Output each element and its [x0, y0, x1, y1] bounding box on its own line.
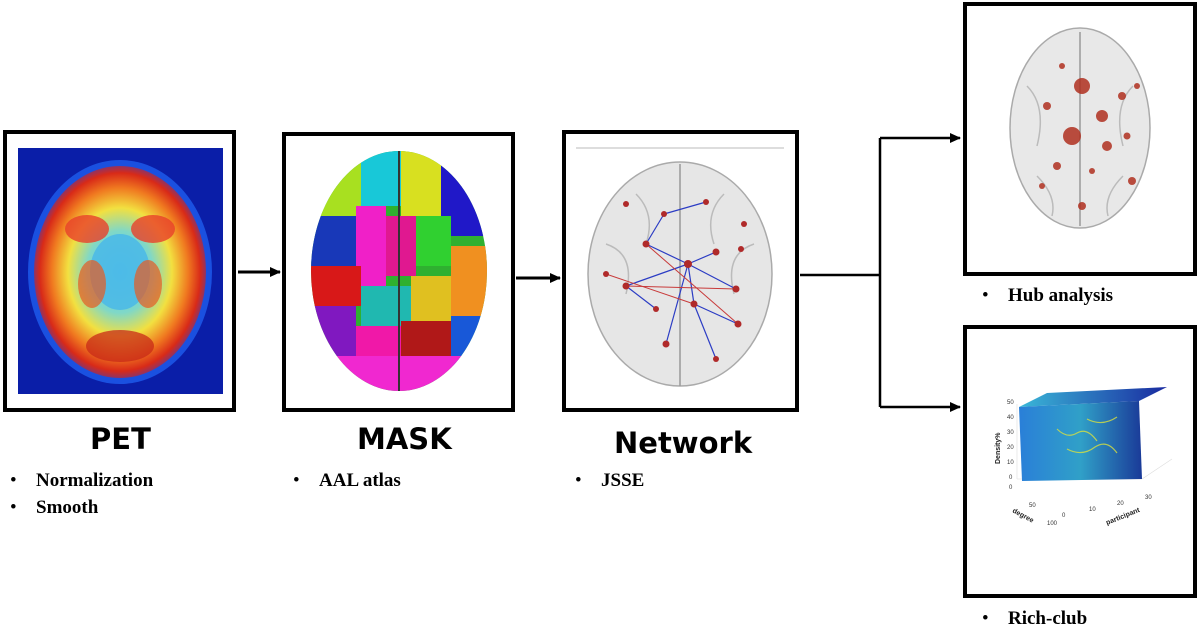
network-bullet-jsse: • JSSE	[575, 470, 644, 492]
ytick-label: 30	[1145, 495, 1152, 501]
hub-image-frame	[963, 2, 1197, 276]
bullet-text: JSSE	[601, 470, 645, 491]
ztick-label: 10	[1007, 460, 1014, 466]
xtick-label: 50	[1029, 503, 1036, 509]
xtick-label: 100	[1047, 521, 1058, 527]
bullet-text: Smooth	[36, 497, 99, 518]
bullet-text: Hub analysis	[1008, 285, 1114, 306]
aal-atlas-brain-image	[311, 151, 487, 391]
richclub-zlabel: Density%	[995, 432, 1002, 464]
mask-bullet-aal: • AAL atlas	[293, 470, 401, 492]
bullet-glyph: •	[982, 285, 989, 306]
xtick-label: 0	[1009, 485, 1013, 491]
bullet-glyph: •	[10, 497, 17, 518]
pet-bullet-smooth: • Smooth	[10, 497, 98, 519]
richclub-xlabel: degree	[1011, 508, 1035, 525]
richclub-3d-plot: 50 40 30 20 10 0 Density% 0 50 100 0 10 …	[995, 387, 1173, 527]
ztick-label: 50	[1007, 400, 1014, 406]
bullet-glyph: •	[575, 470, 582, 491]
mask-image-frame	[282, 132, 515, 412]
ytick-label: 0	[1062, 513, 1066, 519]
ztick-label: 20	[1007, 445, 1014, 451]
hub-brain-image	[1009, 27, 1151, 229]
pet-bullet-normalization: • Normalization	[10, 470, 153, 492]
ztick-label: 30	[1007, 430, 1014, 436]
ytick-label: 10	[1089, 507, 1096, 513]
brain-network-image	[576, 147, 784, 387]
bullet-text: Rich-club	[1008, 608, 1088, 629]
bullet-text: Normalization	[36, 470, 154, 491]
hub-label: • Hub analysis	[982, 285, 1113, 307]
richclub-ylabel: participant	[1105, 507, 1141, 527]
pet-image-frame	[3, 130, 236, 412]
bullet-glyph: •	[293, 470, 300, 491]
bullet-text: AAL atlas	[319, 470, 401, 491]
richclub-label: • Rich-club	[982, 608, 1087, 630]
bullet-glyph: •	[10, 470, 17, 491]
mask-title: MASK	[357, 422, 452, 456]
pet-scan-image	[18, 148, 223, 394]
pet-title: PET	[90, 422, 151, 456]
richclub-plot-frame: 50 40 30 20 10 0 Density% 0 50 100 0 10 …	[963, 325, 1197, 598]
ztick-label: 0	[1009, 475, 1013, 481]
ztick-label: 40	[1007, 415, 1014, 421]
bullet-glyph: •	[982, 608, 989, 629]
richclub-zticks: 50 40 30 20 10 0	[1007, 400, 1014, 481]
ytick-label: 20	[1117, 501, 1124, 507]
network-image-frame	[562, 130, 799, 412]
network-title: Network	[614, 426, 753, 460]
